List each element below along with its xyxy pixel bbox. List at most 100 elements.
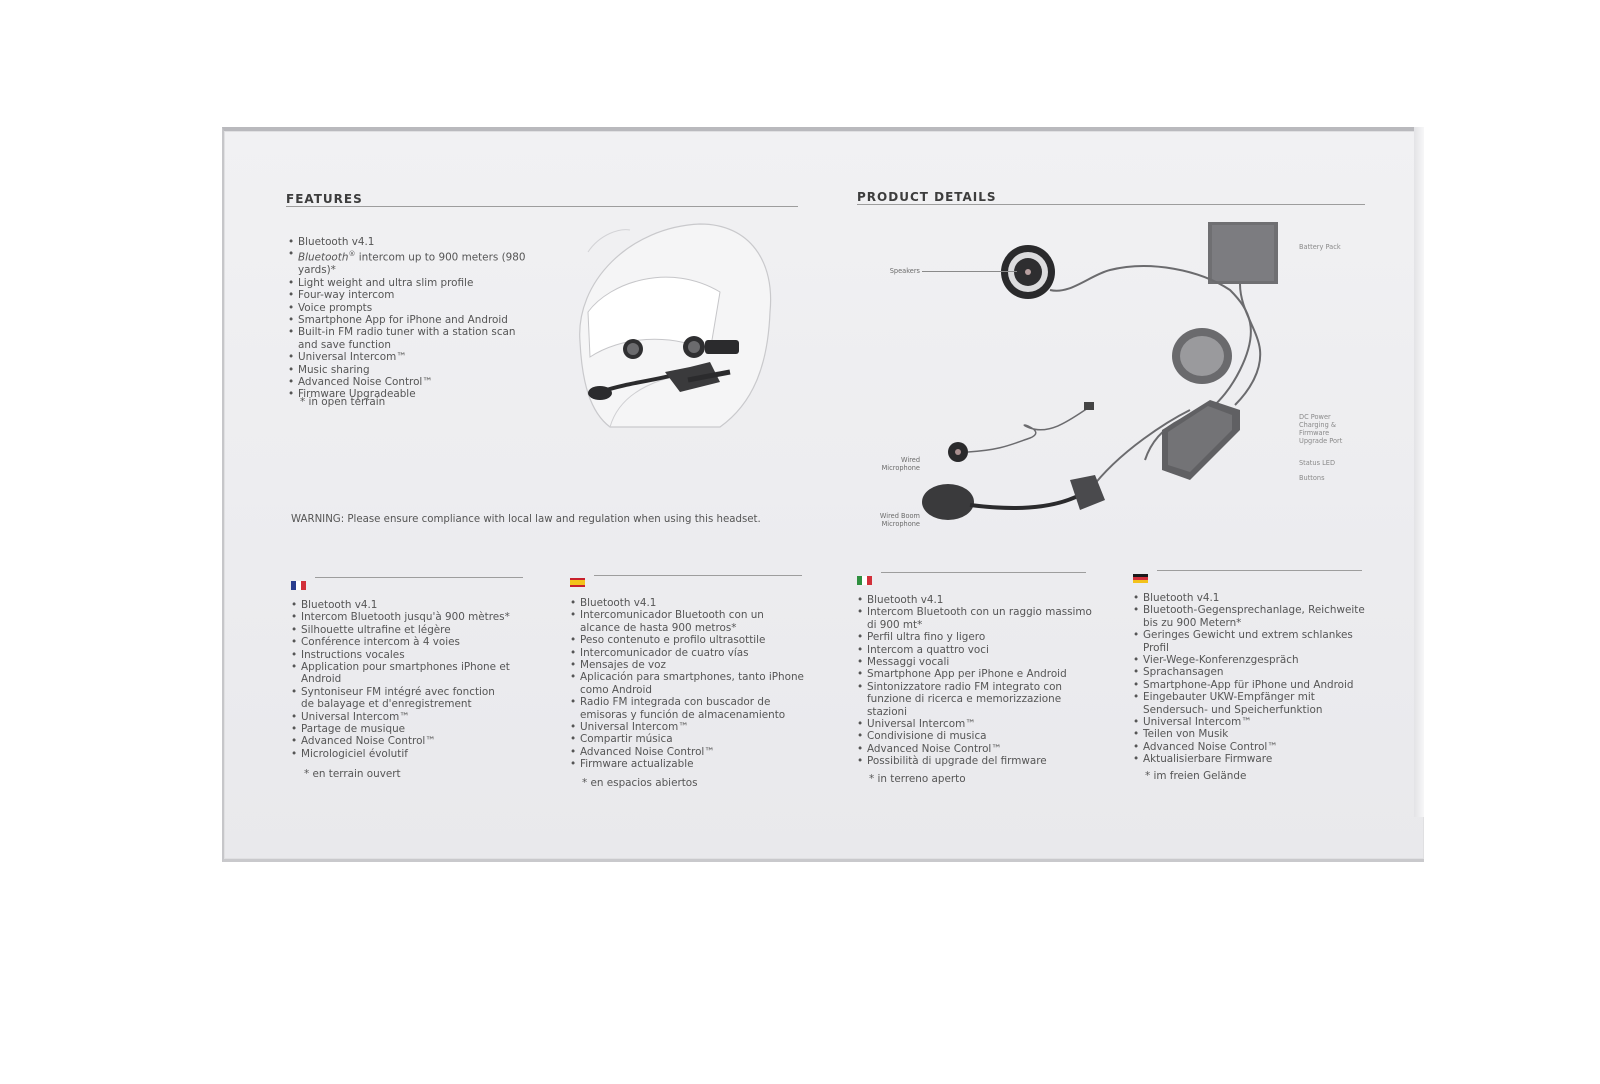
german-features-list: Bluetooth v4.1 Bluetooth-Gegensprechanla… [1133,592,1368,766]
list-item: Sprachansagen [1133,666,1368,679]
list-item: Universal Intercom™ [288,351,528,364]
list-item: Voice prompts [288,302,528,315]
list-item: Music sharing [288,364,528,377]
features-list: Bluetooth v4.1 Bluetooth® intercom up to… [288,236,528,401]
list-item: Bluetooth v4.1 [291,599,511,612]
list-item: Teilen von Musik [1133,728,1368,741]
list-item: Peso contenuto e profilo ultrasottile [570,634,805,647]
label-dc-power: DC Power Charging & Firmware Upgrade Por… [1299,413,1343,445]
flag-stripe [296,581,301,590]
list-item: Smartphone App for iPhone and Android [288,314,528,327]
flag-stripe [570,578,585,581]
list-item: Built-in FM radio tuner with a station s… [288,326,528,351]
list-item: Bluetooth v4.1 [570,597,805,610]
list-item: Sintonizzatore radio FM integrato con fu… [857,681,1092,718]
german-note: * im freien Gelände [1145,770,1247,782]
list-item: Advanced Noise Control™ [857,743,1092,756]
list-item: Universal Intercom™ [1133,716,1368,729]
flag-stripe [857,576,862,585]
french-features-list: Bluetooth v4.1 Intercom Bluetooth jusqu'… [291,599,511,761]
list-item: Intercomunicador de cuatro vías [570,647,805,660]
flag-stripe [1133,574,1148,577]
list-item: Perfil ultra fino y ligero [857,631,1092,644]
leader-line [922,271,1017,272]
label-status-led: Status LED [1299,459,1336,467]
list-item: Intercom Bluetooth con un raggio massimo… [857,606,1092,631]
list-item: Syntoniseur FM intégré avec fonction de … [291,686,511,711]
list-item: Compartir música [570,733,805,746]
list-item: Bluetooth® intercom up to 900 meters (98… [288,248,528,276]
label-battery-pack: Battery Pack [1299,243,1341,251]
list-item: Aplicación para smartphones, tanto iPhon… [570,671,805,696]
german-flag-icon [1133,574,1148,583]
list-item: Condivisione di musica [857,730,1092,743]
list-item: Vier-Wege-Konferenzgespräch [1133,654,1368,667]
french-flag-icon [291,581,306,590]
list-item: Geringes Gewicht und extrem schlankes Pr… [1133,629,1368,654]
label-wired-microphone: Wired Microphone [881,456,920,472]
flag-stripe [291,581,296,590]
french-note: * en terrain ouvert [304,768,401,780]
flag-stripe [570,580,585,585]
list-item: Bluetooth v4.1 [1133,592,1368,605]
list-item: Bluetooth v4.1 [288,236,528,249]
list-item-text: intercom up to 900 meters (980 yards)* [298,251,526,277]
italian-flag-icon [857,576,872,585]
list-item: Application pour smartphones iPhone et A… [291,661,511,686]
flag-stripe [1133,577,1148,580]
bluetooth-word: Bluetooth [298,251,349,264]
list-item: Intercom a quattro voci [857,644,1092,657]
list-item: Aktualisierbare Firmware [1133,753,1368,766]
flag-stripe [862,576,867,585]
flag-stripe [301,581,306,590]
list-item: Advanced Noise Control™ [291,735,511,748]
spanish-features-list: Bluetooth v4.1 Intercomunicador Bluetoot… [570,597,805,771]
list-item: Messaggi vocali [857,656,1092,669]
spanish-rule [594,575,802,576]
registered-mark: ® [348,250,356,259]
helmet-illustration [579,223,772,428]
list-item: Conférence intercom à 4 voies [291,636,511,649]
flag-stripe [570,584,585,587]
list-item: Bluetooth-Gegensprechanlage, Reichweite … [1133,604,1368,629]
label-buttons: Buttons [1299,474,1325,482]
spanish-note: * en espacios abiertos [582,777,698,789]
list-item: Light weight and ultra slim profile [288,277,528,290]
list-item: Advanced Noise Control™ [288,376,528,389]
french-rule [315,577,523,578]
features-rule [286,206,798,207]
list-item: Radio FM integrada con buscador de emiso… [570,696,805,721]
list-item: Silhouette ultrafine et légère [291,624,511,637]
warning-text: WARNING: Please ensure compliance with l… [291,514,761,525]
list-item: Instructions vocales [291,649,511,662]
list-item: Advanced Noise Control™ [570,746,805,759]
list-item: Universal Intercom™ [570,721,805,734]
italian-features-list: Bluetooth v4.1 Intercom Bluetooth con un… [857,594,1092,768]
product-details-heading: PRODUCT DETAILS [857,190,997,204]
italian-rule [881,572,1086,573]
list-item: Advanced Noise Control™ [1133,741,1368,754]
list-item: Smartphone-App für iPhone und Android [1133,679,1368,692]
list-item: Firmware actualizable [570,758,805,771]
label-wired-boom-microphone: Wired Boom Microphone [879,512,920,528]
list-item: Intercomunicador Bluetooth con un alcanc… [570,609,805,634]
flag-stripe [867,576,872,585]
list-item: Firmware Upgradeable [288,388,528,401]
list-item: Universal Intercom™ [857,718,1092,731]
label-speakers: Speakers [889,267,920,275]
list-item: Mensajes de voz [570,659,805,672]
german-rule [1157,570,1362,571]
list-item: Intercom Bluetooth jusqu'à 900 mètres* [291,611,511,624]
list-item: Partage de musique [291,723,511,736]
list-item: Bluetooth v4.1 [857,594,1092,607]
product-details-rule [857,204,1365,205]
italian-note: * in terreno aperto [869,773,966,785]
features-note: * in open terrain [300,396,386,408]
spanish-flag-icon [570,578,585,587]
list-item: Smartphone App per iPhone e Android [857,668,1092,681]
features-heading: FEATURES [286,192,363,206]
list-item: Possibilità di upgrade del firmware [857,755,1092,768]
list-item: Universal Intercom™ [291,711,511,724]
list-item: Eingebauter UKW-Empfänger mit Sendersuch… [1133,691,1368,716]
headset-diagram [922,222,1278,520]
